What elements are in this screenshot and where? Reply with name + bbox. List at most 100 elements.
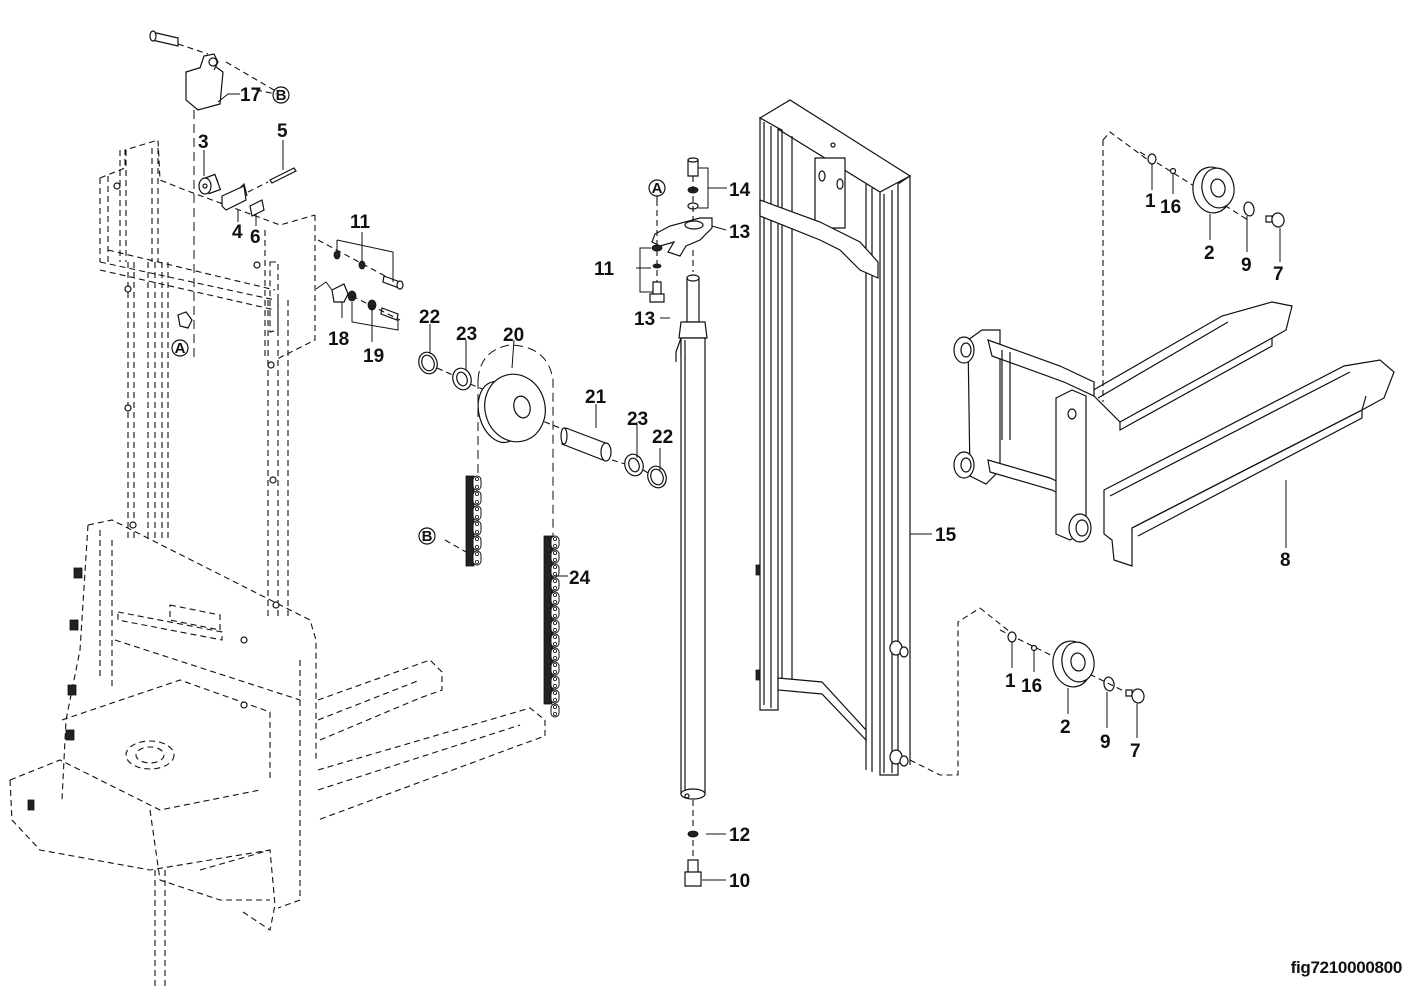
chain-pin (553, 705, 558, 710)
chain-link (550, 661, 560, 676)
chain-pin (474, 491, 479, 496)
label-22-left: 22 (419, 307, 440, 328)
chain-pin (474, 537, 479, 542)
label-23-right: 23 (627, 409, 648, 430)
part-24-chain (543, 535, 560, 718)
chain-pin (553, 607, 558, 612)
label-7-upper: 7 (1273, 264, 1284, 285)
chain-pin (553, 600, 558, 605)
label-22-right: 22 (652, 427, 673, 448)
chain-pin (553, 621, 558, 626)
chain-link (472, 505, 482, 521)
chain-pin (553, 593, 558, 598)
label-16-lower: 16 (1021, 676, 1042, 697)
part-12-washer (687, 830, 699, 858)
part-17-top-bracket (149, 30, 275, 111)
label-11-lower: 11 (594, 259, 615, 280)
chain-pin (553, 712, 558, 717)
label-8: 8 (1280, 550, 1291, 571)
chain-pin (474, 560, 479, 565)
label-3: 3 (198, 132, 209, 153)
chain-link (550, 675, 560, 690)
label-5: 5 (277, 121, 288, 142)
chain-link (472, 475, 482, 491)
chain-pin (553, 656, 558, 661)
part-10-bolt (684, 859, 702, 887)
svg-text:A: A (652, 180, 663, 197)
leader-lines (203, 89, 1287, 881)
chain-pin (553, 572, 558, 577)
chain-pin (553, 635, 558, 640)
chain-pin (553, 649, 558, 654)
label-12: 12 (729, 825, 750, 846)
label-1-upper: 1 (1145, 191, 1156, 212)
label-21: 21 (585, 387, 607, 408)
part-20-pulley (477, 344, 554, 700)
chain-pin (553, 565, 558, 570)
svg-text:A: A (175, 340, 186, 357)
label-20: 20 (503, 325, 524, 346)
chain-pin (553, 586, 558, 591)
chain-link (472, 535, 482, 551)
part-6-plate (249, 199, 265, 217)
chain-pin (553, 628, 558, 633)
chain-pin (474, 515, 479, 520)
chain-link (550, 535, 560, 550)
fork-roller (953, 451, 975, 479)
label-4: 4 (232, 222, 243, 243)
label-13-yoke: 13 (729, 222, 750, 243)
label-18: 18 (328, 329, 349, 350)
label-6: 6 (250, 227, 261, 248)
truck-chassis-ghost (9, 139, 546, 990)
part-22-snap-ring-left (418, 351, 438, 375)
chain-link (550, 703, 560, 718)
part-11-bolt-set-upper (317, 239, 404, 290)
chain-pin (553, 698, 558, 703)
chain-pin (474, 552, 479, 557)
label-2-lower: 2 (1060, 717, 1071, 738)
label-14: 14 (729, 180, 751, 201)
label-24: 24 (569, 568, 591, 589)
callout-b-chain: B (418, 527, 436, 545)
chain-pin (553, 663, 558, 668)
part-19-bolt-set (347, 290, 401, 321)
chain-pin (553, 558, 558, 563)
part-21-axle (560, 427, 612, 462)
callout-a-yoke: A (648, 179, 666, 197)
part-11-bolt-set-lower (649, 200, 665, 303)
chain-link (550, 647, 560, 662)
label-1-lower: 1 (1005, 671, 1016, 692)
chain-pin (553, 579, 558, 584)
chain-pin (474, 476, 479, 481)
chain-pin (474, 530, 479, 535)
part-3-roller (198, 173, 222, 195)
chain-pin (474, 545, 479, 550)
chain-link (550, 605, 560, 620)
chain-pin (474, 499, 479, 504)
part-13-cylinder (675, 250, 708, 830)
part-23-washer-right (624, 453, 644, 477)
chain-pin (553, 677, 558, 682)
chain-link (472, 490, 482, 506)
part-4-clip (221, 182, 248, 211)
axle-line-right (611, 459, 651, 475)
chain-pin (553, 642, 558, 647)
chain-link (550, 689, 560, 704)
part-8-fork-assembly (953, 131, 1395, 567)
label-19: 19 (363, 346, 384, 367)
chain-pin (553, 684, 558, 689)
label-23-left: 23 (456, 324, 477, 345)
chain-link (472, 550, 482, 566)
part-5-pin (247, 167, 297, 193)
label-2-upper: 2 (1204, 243, 1215, 264)
chain-link (550, 563, 560, 578)
chain-link (472, 520, 482, 536)
part-18-bracket (331, 283, 349, 303)
frame-bolts (113, 182, 280, 709)
chain-pin (474, 484, 479, 489)
chain-pin (553, 551, 558, 556)
chain-pin (553, 670, 558, 675)
callout-b-top: B (272, 86, 290, 104)
part-22-snap-ring-right (647, 465, 667, 489)
